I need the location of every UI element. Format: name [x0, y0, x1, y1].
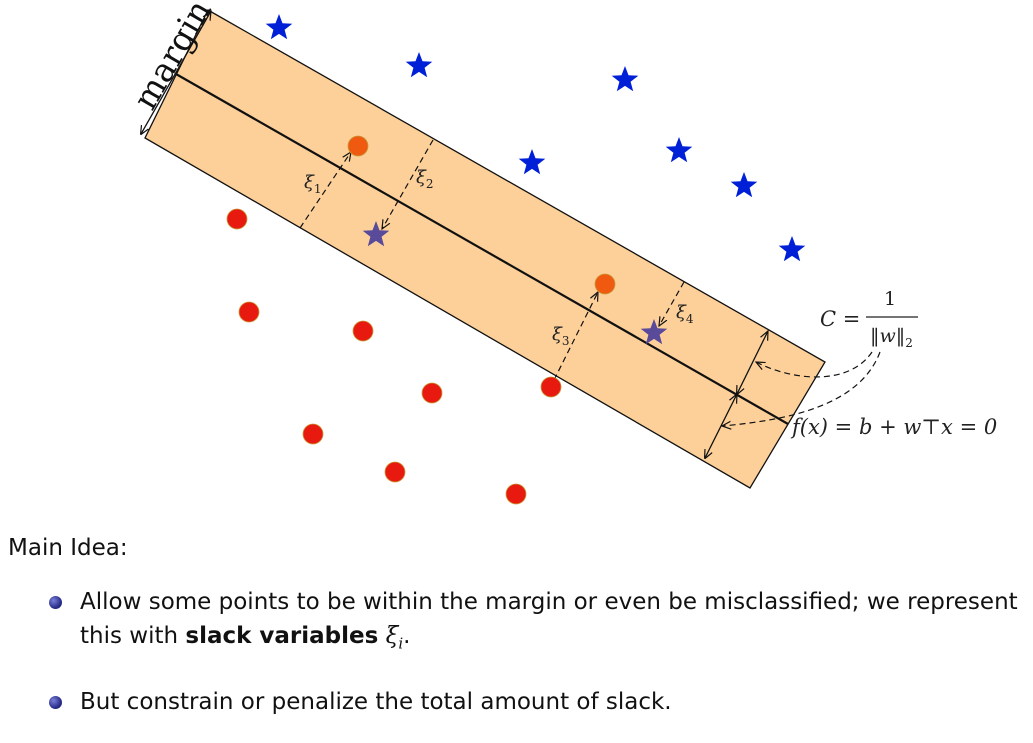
- formula-pointer-upper: [756, 351, 873, 378]
- slack-violating-star: [362, 221, 390, 247]
- positive-class-star: [665, 137, 693, 163]
- negative-class-dot: [384, 461, 406, 483]
- negative-class-dot: [226, 208, 248, 230]
- slack-violating-dot: [347, 135, 369, 157]
- slack-label-1: ξ1: [304, 172, 322, 196]
- bullet-text-part: Allow some points to be within the margi…: [80, 589, 1018, 649]
- positive-class-star: [778, 236, 806, 262]
- positive-class-star: [518, 149, 546, 175]
- half-margin-arrow-upper: [737, 331, 768, 394]
- slack-arrow-2: [382, 139, 434, 229]
- svm-margin-diagram: margin ξ1 ξ2 ξ3 ξ4 C = 1 ‖w‖2 f(x) = b +…: [125, 0, 997, 505]
- negative-class-dot: [421, 382, 443, 404]
- bullet-text: Allow some points to be within the margi…: [80, 589, 1018, 653]
- negative-class-dot: [238, 301, 260, 323]
- slack-label-2: ξ2: [416, 167, 434, 191]
- main-idea-list: Allow some points to be within the margi…: [0, 585, 1033, 743]
- svg-text:‖w‖2: ‖w‖2: [870, 325, 913, 350]
- bullet-bold-term: slack variables: [185, 623, 379, 649]
- svg-text:C =: C =: [820, 307, 860, 331]
- decision-boundary: [175, 73, 789, 425]
- positive-class-star: [730, 172, 758, 198]
- negative-class-dot: [540, 376, 562, 398]
- slack-label-4: ξ4: [676, 302, 694, 326]
- slack-arrow-3: [553, 292, 598, 381]
- bullet-icon: [49, 695, 62, 709]
- negative-class-dot: [352, 320, 374, 342]
- list-item: Allow some points to be within the margi…: [0, 585, 1033, 661]
- formula-pointer-lower: [722, 351, 881, 426]
- bullet-icon: [49, 596, 62, 609]
- slack-label-3: ξ3: [552, 324, 570, 348]
- margin-formula: C = 1 ‖w‖2: [820, 288, 918, 350]
- slack-symbol: ξi: [385, 623, 404, 653]
- slack-arrow-1: [299, 152, 351, 229]
- list-item: But constrain or penalize the total amou…: [0, 685, 1033, 719]
- slack-violating-dot: [594, 273, 616, 295]
- slack-violating-star: [640, 319, 668, 345]
- margin-band: [144, 9, 826, 489]
- slack-arrow-4: [659, 281, 685, 326]
- main-idea-heading: Main Idea:: [8, 535, 128, 561]
- boundary-formula: f(x) = b + w⊤x = 0: [790, 415, 997, 439]
- bullet-text: But constrain or penalize the total amou…: [80, 688, 672, 715]
- negative-class-dot: [302, 423, 324, 445]
- margin-width-arrow: [141, 11, 211, 134]
- positive-class-star: [265, 14, 293, 40]
- data-points: [226, 14, 806, 505]
- positive-class-star: [611, 66, 639, 92]
- bullet-text-part: .: [403, 623, 411, 649]
- positive-class-star: [405, 52, 433, 78]
- svg-text:1: 1: [884, 288, 896, 310]
- negative-class-dot: [505, 483, 527, 505]
